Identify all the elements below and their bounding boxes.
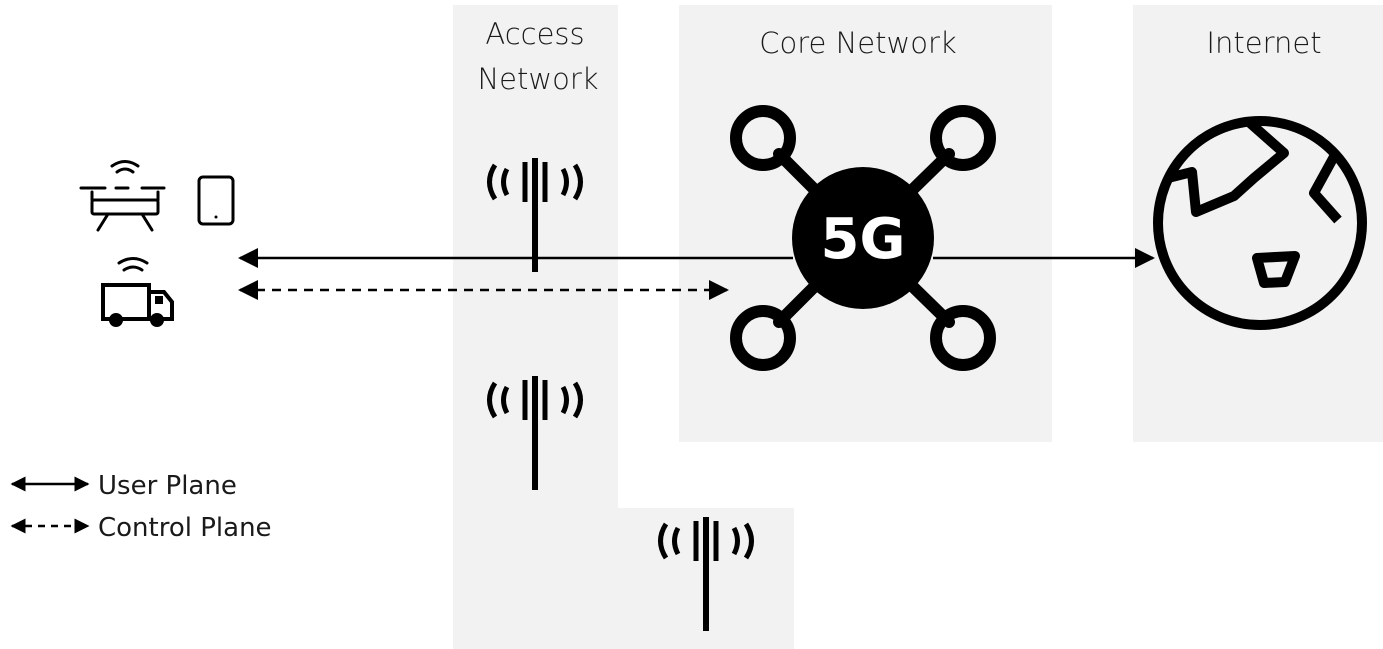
antenna-icon-1: [487, 158, 583, 272]
access-network-label-line2: Network: [477, 62, 598, 96]
truck-icon: [101, 257, 174, 327]
antenna-icon-3: [658, 517, 754, 631]
access-network-label-line1: Access: [485, 17, 584, 51]
antenna-icon-2: [487, 376, 583, 490]
legend-control-plane-label: Control Plane: [98, 513, 272, 543]
core-network-hub-icon: 5G: [730, 105, 996, 371]
tablet-icon: [197, 175, 235, 226]
core-network-label: Core Network: [759, 26, 956, 60]
internet-label: Internet: [1206, 26, 1321, 60]
globe-icon: [1153, 116, 1367, 330]
legend-user-plane-label: User Plane: [98, 471, 237, 501]
drone-icon: [79, 160, 166, 232]
5g-badge-label: 5G: [821, 207, 906, 272]
5g-badge: [792, 167, 934, 309]
internet-region: [1133, 5, 1383, 442]
legend: User Plane Control Plane: [10, 471, 272, 543]
access-network-region: [453, 5, 794, 649]
